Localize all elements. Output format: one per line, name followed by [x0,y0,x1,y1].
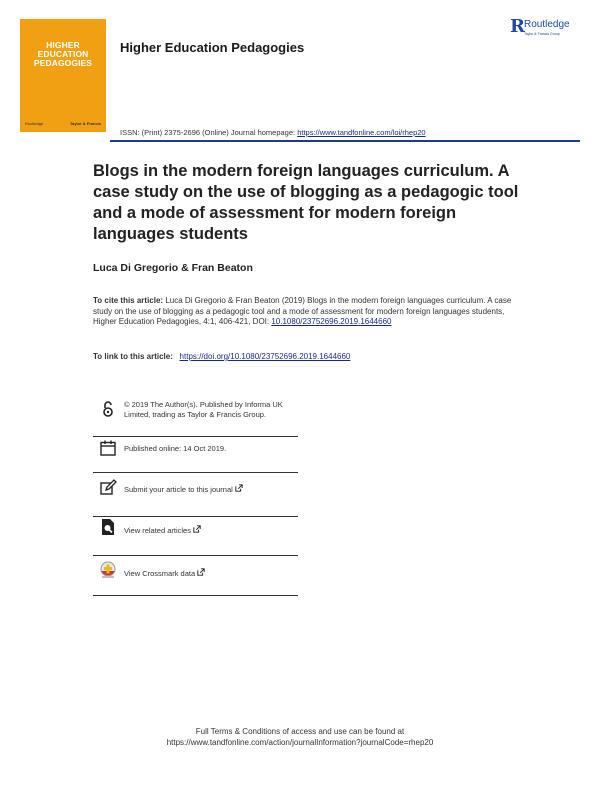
article-link-line: To link to this article: https://doi.org… [93,352,351,361]
open-access-icon [103,401,113,417]
cover-title: HIGHER EDUCATION PEDAGOGIES [33,40,93,68]
routledge-logo: R Routledge Taylor & Francis Group [510,16,570,37]
footer-terms-text: Full Terms & Conditions of access and us… [195,727,405,736]
submit-article-link[interactable]: Submit your article to this journal [124,484,243,495]
published-row: Published online: 14 Oct 2019. [93,439,298,473]
submit-row[interactable]: Submit your article to this journal [93,479,298,517]
header-divider [110,140,580,142]
crossmark-row[interactable]: View Crossmark data [93,561,298,596]
journal-homepage-link[interactable]: https://www.tandfonline.com/loi/rhep20 [297,128,426,137]
doi-link[interactable]: 10.1080/23752696.2019.1644660 [271,317,392,326]
related-row[interactable]: View related articles [93,518,298,556]
citation: To cite this article: Luca Di Gregorio &… [93,296,512,326]
routledge-r-icon: R [510,16,525,37]
issn-line: ISSN: (Print) 2375-2696 (Online) Journal… [120,128,426,137]
copyright-text: © 2019 The Author(s). Published by Infor… [124,400,283,419]
copyright-row: © 2019 The Author(s). Published by Infor… [93,400,298,437]
journal-title: Higher Education Pedagogies [120,40,305,55]
journal-cover: HIGHER EDUCATION PEDAGOGIES Routledge Ta… [20,19,106,132]
footer: Full Terms & Conditions of access and us… [0,727,600,748]
crossmark-icon [100,561,116,578]
external-link-icon [197,568,205,576]
crossmark-link[interactable]: View Crossmark data [124,568,205,579]
external-link-icon [235,484,243,492]
related-articles-icon [102,519,114,535]
footer-terms-url[interactable]: https://www.tandfonline.com/action/journ… [166,737,434,747]
edit-icon [100,479,117,495]
article-doi-url[interactable]: https://doi.org/10.1080/23752696.2019.16… [179,352,351,361]
related-articles-link[interactable]: View related articles [124,525,201,536]
article-authors: Luca Di Gregorio & Fran Beaton [93,262,253,274]
published-date-text: Published online: 14 Oct 2019. [124,444,227,453]
cover-publisher-right: Taylor & Francis [69,121,101,126]
cover-publisher-left: Routledge [25,121,44,126]
article-title: Blogs in the modern foreign languages cu… [93,162,519,243]
calendar-icon [100,440,116,456]
external-link-icon [193,525,201,533]
